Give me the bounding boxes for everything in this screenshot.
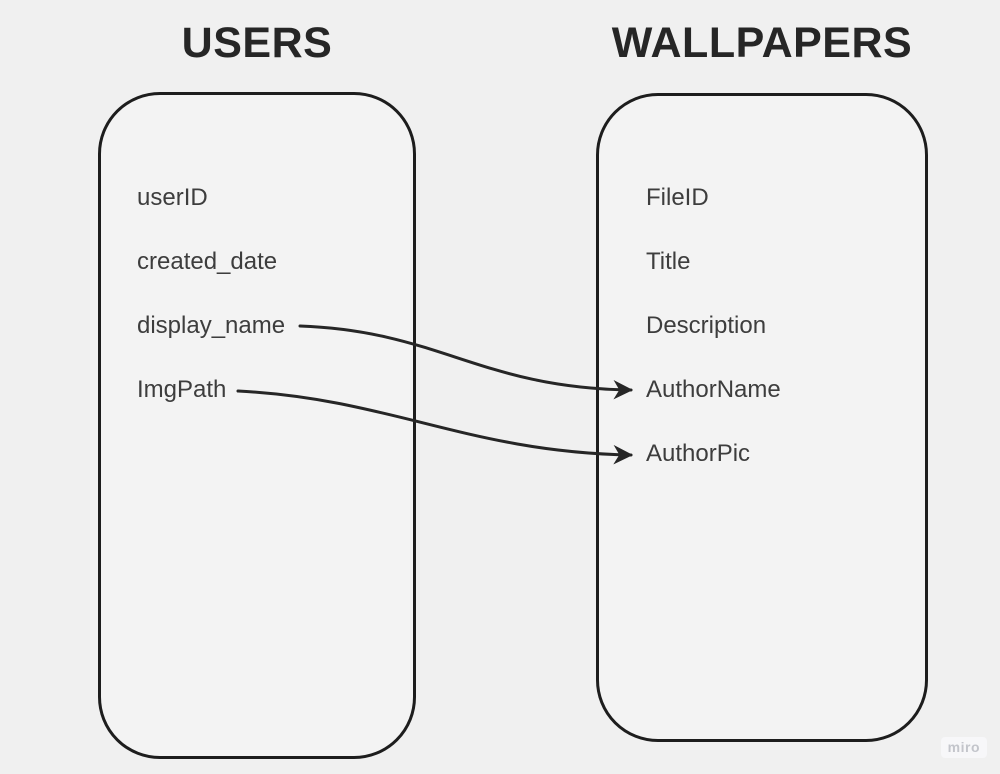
- field-display-name[interactable]: display_name: [137, 312, 286, 339]
- field-created-date[interactable]: created_date: [137, 248, 278, 275]
- entity-title-users[interactable]: USERS: [181, 19, 333, 67]
- arrow-imgpath-to-authorpic[interactable]: [236, 389, 633, 465]
- wallpapers-field-list: FileID Title Description AuthorName Auth…: [646, 183, 781, 469]
- field-authorpic[interactable]: AuthorPic: [646, 440, 751, 467]
- entity-title-wallpapers[interactable]: WALLPAPERS: [611, 19, 913, 67]
- miro-watermark: miro: [940, 737, 987, 758]
- users-field-list: userID created_date display_name ImgPath: [137, 183, 285, 405]
- field-authorname[interactable]: AuthorName: [646, 376, 781, 403]
- field-fileid[interactable]: FileID: [646, 184, 709, 211]
- field-imgpath[interactable]: ImgPath: [137, 376, 227, 403]
- field-title[interactable]: Title: [646, 248, 691, 275]
- field-userid[interactable]: userID: [137, 184, 208, 211]
- entity-box-wallpapers[interactable]: [596, 93, 928, 742]
- field-description[interactable]: Description: [646, 312, 767, 339]
- arrow-display-name-to-authorname[interactable]: [298, 324, 633, 400]
- entity-box-users[interactable]: [98, 92, 416, 759]
